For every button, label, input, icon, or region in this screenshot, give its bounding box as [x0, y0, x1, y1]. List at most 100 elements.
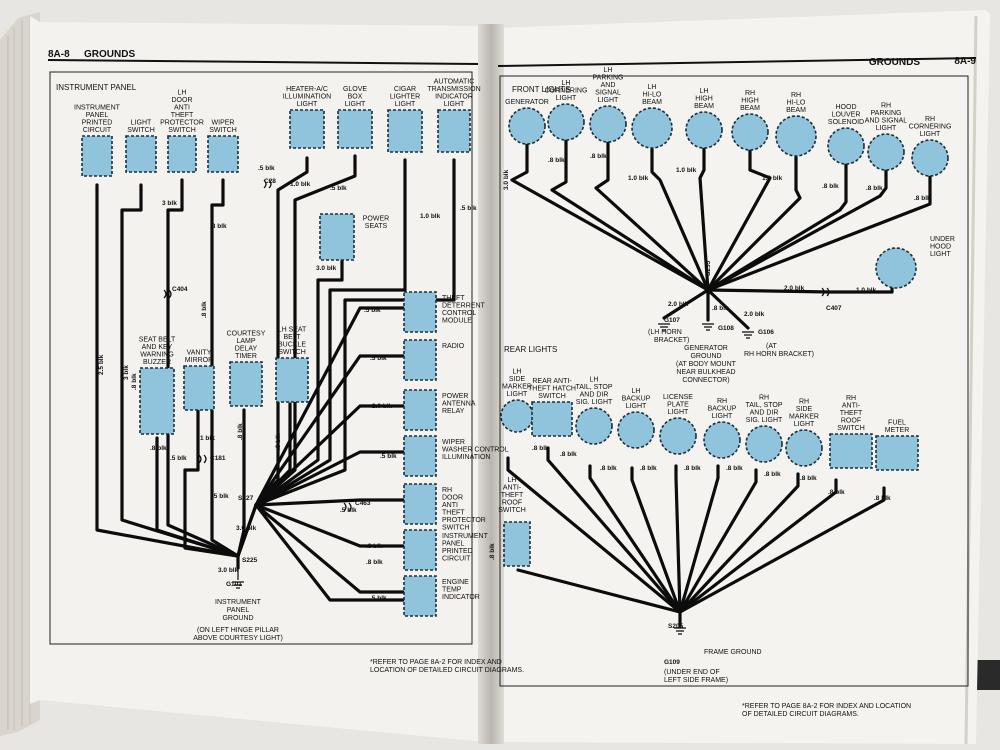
instrument-top-label-4-line-1: WIPER [212, 120, 235, 127]
instrument-right-component-5 [403, 483, 437, 525]
rear-wire-7 [678, 468, 758, 614]
wire-label-w3blk: 3 blk [162, 200, 177, 207]
left-page-number: 8A-8 [48, 49, 70, 60]
instrument-right-label-1-line-4: MODULE [442, 318, 472, 325]
instrument-right-label-1-line-2: DETERRENT [442, 303, 486, 310]
rear-light-label-10-line-2: METER [885, 427, 910, 434]
rear-light-label-6-line-2: BACKUP [708, 406, 737, 413]
instrument-right-label-5-line-6: SWITCH [442, 525, 470, 532]
instrument-right-component-2 [403, 339, 437, 381]
rear-light-label-6-line-1: RH [717, 398, 727, 405]
rear-light-label-4-line-1: LH [632, 388, 641, 395]
instrument-top-label-4-line-2: SWITCH [209, 127, 237, 134]
front-wire-8 [706, 162, 848, 292]
g108-ground-id: G108 [718, 325, 734, 332]
wire-right-column-3 [254, 404, 406, 507]
g106-note-1: (AT [766, 343, 777, 350]
front-light-label-9-line-1: RH [881, 103, 891, 110]
instrument-top-component-3 [167, 135, 197, 173]
front-light-label-4-line-1: LH [648, 84, 657, 91]
rear-light-label-5-line-1: LICENSE [663, 394, 693, 401]
front-light-component-1 [508, 107, 546, 145]
rear-light-label-7-line-3: AND DIR [750, 410, 779, 417]
instrument-top-label-5-line-2: ILLUMINATION [283, 94, 332, 101]
wire-label-w30blk: 3.0 blk [218, 567, 239, 574]
rear-light-label-9-line-4: ROOF [841, 418, 861, 425]
wire-label-w8blk: .8 blk [366, 559, 383, 566]
rear-light-component-8 [785, 429, 823, 467]
front-wire-5 [698, 146, 710, 292]
g101-label-3: GROUND [222, 615, 253, 622]
g107-ground-id: G107 [664, 317, 680, 324]
s255-splice-label: S255 [705, 260, 712, 276]
rear-lights-title: REAR LIGHTS [504, 345, 557, 354]
wire-label-w5blk: .5 blk [330, 185, 347, 192]
wire-label-w8blk: .8 blk [822, 183, 839, 190]
wire-label-w10blk: 1.0 blk [676, 167, 697, 174]
rear-light-label-1-line-3: MARKER [502, 384, 532, 391]
front-light-label-2-line-2: CORNERING [545, 88, 588, 95]
wire-label-w5blk: .5 blk [460, 205, 477, 212]
wire-label-w10blk: 1.0 blk [856, 287, 877, 294]
instrument-top-label-2-line-1: LIGHT [131, 120, 152, 127]
instrument-top-label-6-line-1: GLOVE [343, 86, 367, 93]
rear-wire-8 [678, 472, 800, 614]
rear-light-component-2 [531, 401, 573, 437]
instrument-top-label-3-line-1: LH [178, 90, 187, 97]
front-light-component-7 [775, 115, 817, 157]
rear-light-label-1-line-1: LH [513, 369, 522, 376]
g108-note-1: (AT BODY MOUNT [676, 361, 737, 368]
front-light-label-3-line-5: LIGHT [598, 97, 619, 104]
instrument-right-label-3-line-2: ANTENNA [442, 401, 476, 408]
rear-light-label-7-line-2: TAIL, STOP [745, 402, 782, 409]
wire-label-w5blk: .5 blk [364, 307, 381, 314]
front-wire-7 [706, 154, 802, 292]
left-connector-mark-4 [343, 502, 352, 512]
rear-light-component-4 [617, 411, 655, 449]
g106-note-2: RH HORN BRACKET) [744, 351, 814, 358]
wire-label-w8blk: .8 blk [684, 465, 701, 472]
wire-label-w8blk: .8 blk [532, 445, 549, 452]
front-light-label-3-line-1: LH [604, 67, 613, 74]
wire-label-w8blk: .8 blk [726, 465, 743, 472]
instrument-mid-component-5 [319, 213, 355, 261]
wire-cigar-lighter [254, 158, 407, 507]
wire-label-w30blk: 3.0 blk [236, 525, 257, 532]
front-light-label-5-line-1: LH [700, 88, 709, 95]
wire-seat-belt-buzzer [155, 436, 240, 558]
wire-label-w8blk: .8 blk [712, 305, 729, 312]
g108-label-1: GENERATOR [684, 345, 728, 352]
wire-label-w20blk: 2.0 blk [372, 403, 393, 410]
instrument-right-label-6-line-2: PANEL [442, 541, 465, 548]
front-light-label-3-line-2: PARKING [593, 75, 624, 82]
instrument-right-label-5-line-4: THEFT [442, 510, 465, 517]
instrument-top-label-5-line-3: LIGHT [297, 101, 318, 108]
instrument-top-label-7-line-2: LIGHTER [390, 94, 420, 101]
front-light-label-3-line-4: SIGNAL [595, 90, 621, 97]
front-lights-title: FRONT LIGHTS [512, 85, 571, 94]
front-light-component-10 [911, 139, 949, 177]
left-connector-mark-3 [198, 454, 207, 464]
front-light-component-6 [731, 113, 769, 151]
rear-light-component-6 [703, 421, 741, 459]
wire-right-column-6 [254, 503, 406, 548]
instrument-mid-label-1-line-3: WARNING [140, 352, 174, 359]
front-light-label-8-line-1: HOOD [836, 104, 857, 111]
front-ground-symbol-2 [702, 323, 714, 331]
front-light-component-3 [589, 105, 627, 143]
rear-light-label-3-line-2: TAIL, STOP [575, 384, 612, 391]
lh-roof-switch-label-line-4: ROOF [502, 500, 522, 507]
front-ground-symbol-1 [658, 323, 670, 331]
front-wire-g106 [706, 288, 750, 330]
front-wire-4 [650, 146, 710, 292]
front-wire-10 [706, 174, 932, 292]
wire-label-w30blk: 3.0 blk [316, 265, 337, 272]
wire-engine-temp-path [254, 503, 406, 602]
right-section-title: GROUNDS [869, 57, 920, 68]
instrument-top-label-8-line-4: LIGHT [444, 101, 465, 108]
instrument-top-label-3-line-4: THEFT [171, 112, 194, 119]
left-diagram-frame [49, 71, 473, 645]
front-wire-2 [550, 138, 710, 292]
instrument-mid-label-5-line-2: SEATS [365, 223, 388, 230]
